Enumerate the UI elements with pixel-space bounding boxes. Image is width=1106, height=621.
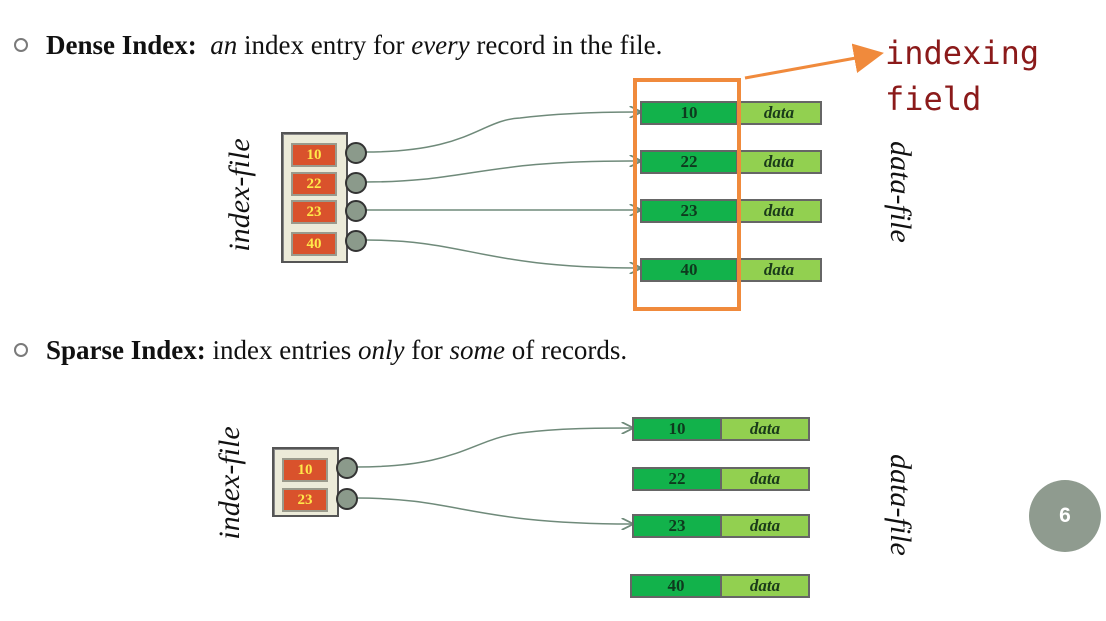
dense-index-entry: 22 [291,172,337,196]
sparse-index-term: Sparse Index: [46,335,206,365]
record-key: 22 [642,152,736,172]
record-key: 40 [642,260,736,280]
record-key: 23 [642,201,736,221]
record-key: 10 [634,419,720,439]
sparse-pointer-dot [336,457,358,479]
sparse-desc-2: for [404,335,450,365]
dense-pointer-dot [345,172,367,194]
indexing-field-highlight [633,78,741,311]
dense-pointer-40 [364,239,640,268]
bullet-icon [14,342,28,357]
dense-index-term: Dense Index: [46,30,197,60]
record-key: 10 [642,103,736,123]
dense-desc-mid: index entry for [237,30,412,60]
dense-data-file-label: data-file [884,141,917,243]
dense-data-record: 22 data [640,150,822,174]
sparse-index-file-label: index-file [213,426,246,540]
dense-index-file: 10 22 23 40 [281,132,348,263]
dense-pointer-10 [364,112,640,153]
dense-data-record: 23 data [640,199,822,223]
record-data: data [736,201,820,221]
sparse-data-record: 40 data [630,574,810,598]
record-data: data [720,516,808,536]
sparse-index-file: 10 23 [272,447,339,517]
dense-data-record: 40 data [640,258,822,282]
record-data: data [720,576,808,596]
dense-index-bullet: Dense Index: an index entry for every re… [14,30,662,61]
dense-index-entry: 10 [291,143,337,167]
record-data: data [720,469,808,489]
sparse-pointer-23 [355,497,632,524]
dense-desc-every: every [411,30,470,60]
dense-desc-end: record in the file. [469,30,663,60]
dense-pointer-dot [345,142,367,164]
dense-index-entry: 23 [291,200,337,224]
sparse-desc-1: index entries [205,335,358,365]
sparse-data-record: 23 data [632,514,810,538]
record-key: 22 [634,469,720,489]
dense-index-file-label: index-file [223,138,256,252]
record-data: data [736,103,820,123]
annotation-arrow [744,43,884,80]
record-key: 40 [632,576,720,596]
dense-desc-an: an [210,30,238,60]
sparse-desc-only: only [358,335,405,365]
sparse-pointer-10 [355,428,632,468]
record-key: 23 [634,516,720,536]
sparse-index-bullet: Sparse Index: index entries only for som… [14,335,627,366]
sparse-desc-some: some [449,335,505,365]
dense-pointer-dot [345,200,367,222]
dense-index-entry: 40 [291,232,337,256]
sparse-data-record: 10 data [632,417,810,441]
sparse-index-entry: 23 [282,488,328,512]
sparse-index-entry: 10 [282,458,328,482]
bullet-icon [14,37,28,52]
record-data: data [736,260,820,280]
record-data: data [720,419,808,439]
sparse-data-record: 22 data [632,467,810,491]
record-data: data [736,152,820,172]
sparse-pointer-dot [336,488,358,510]
indexing-field-annotation: indexing field [885,34,1040,118]
dense-data-record: 10 data [640,101,822,125]
page-number-badge: 6 [1029,480,1101,552]
dense-pointer-dot [345,230,367,252]
sparse-desc-3: of records. [504,335,628,365]
sparse-data-file-label: data-file [884,454,917,556]
dense-pointer-22 [364,161,640,183]
